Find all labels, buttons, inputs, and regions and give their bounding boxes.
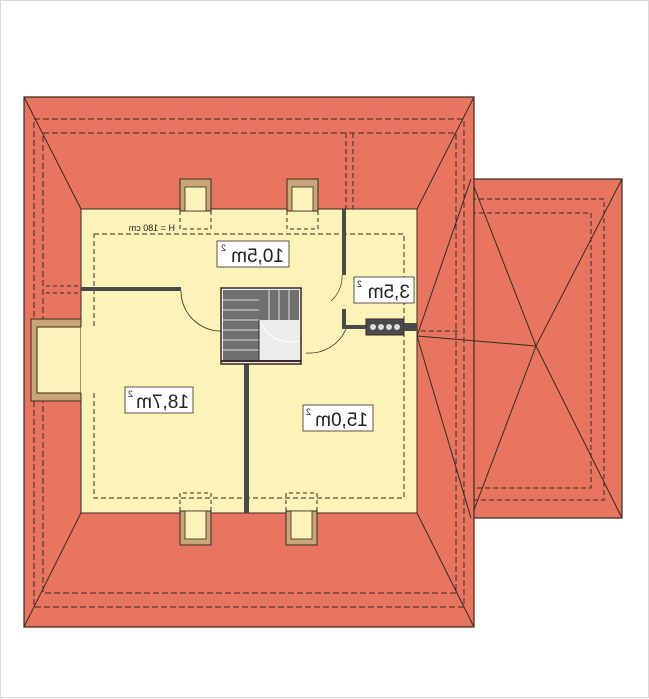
room-area-left: 18,7m	[136, 392, 189, 413]
room-area-small-sup: 2	[357, 279, 362, 289]
area-label-boxes	[124, 240, 415, 432]
dormer-top-right	[286, 178, 319, 230]
room-area-right-sup: 2	[306, 407, 311, 417]
dormer-bottom-left	[179, 492, 212, 546]
dormer-bottom-right	[285, 492, 318, 546]
height-note: H = 180 cm	[129, 223, 175, 233]
room-area-right: 15,0m	[315, 410, 368, 431]
right-wing-roof	[470, 178, 623, 519]
staircase	[220, 287, 302, 365]
room-area-small: 3,5m	[368, 282, 410, 303]
room-area-top: 10,5m	[231, 246, 284, 267]
left-gable-bay	[30, 285, 95, 402]
wing-junction	[345, 133, 537, 519]
chimney	[365, 318, 417, 336]
room-area-left-sup: 2	[128, 389, 133, 399]
dormer-top-left	[179, 178, 212, 230]
room-area-top-sup: 2	[221, 243, 226, 253]
